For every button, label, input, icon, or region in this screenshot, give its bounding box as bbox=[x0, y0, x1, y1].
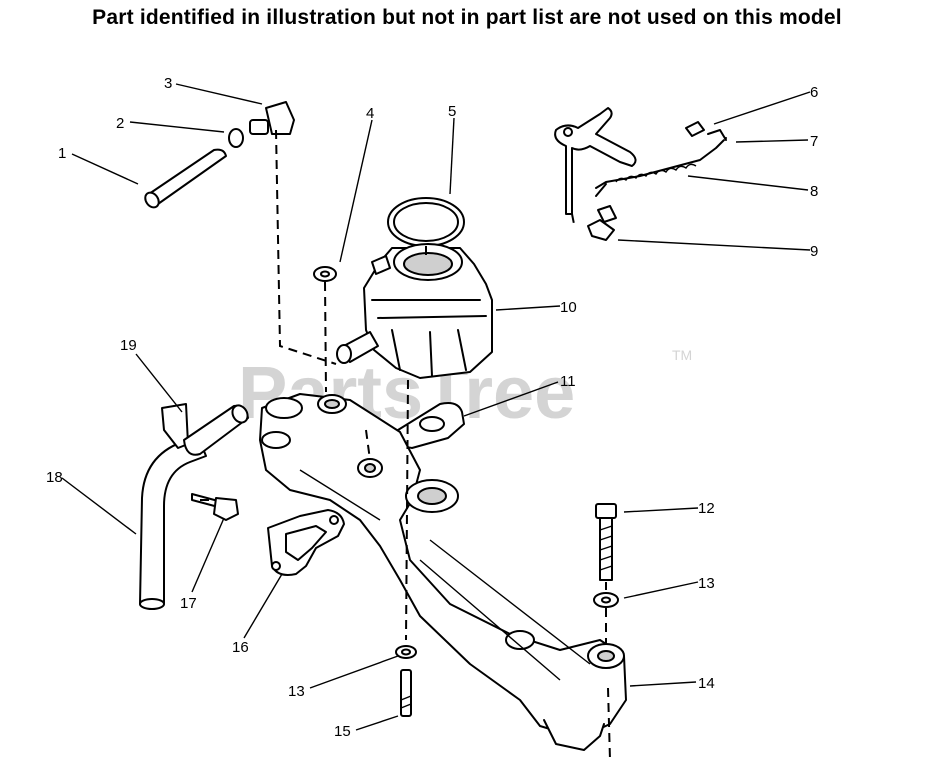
callout-labels: 1 2 3 4 5 6 7 8 9 10 11 12 13 13 14 15 1… bbox=[46, 75, 818, 740]
callout-16: 16 bbox=[232, 639, 249, 656]
callout-15: 15 bbox=[334, 723, 351, 740]
callout-13-lower: 13 bbox=[288, 683, 305, 700]
watermark-trademark: TM bbox=[672, 347, 692, 363]
callout-19: 19 bbox=[120, 337, 137, 354]
part-10-carburetor bbox=[336, 243, 493, 379]
part-16-manifold-gasket bbox=[267, 509, 345, 576]
callout-1: 1 bbox=[58, 145, 66, 162]
part-14-intake-manifold bbox=[259, 393, 627, 751]
part-5-o-ring bbox=[387, 197, 465, 247]
callout-7: 7 bbox=[810, 133, 818, 150]
leader-lines bbox=[61, 83, 811, 731]
part-11-carburetor-gasket bbox=[396, 402, 465, 449]
callout-2: 2 bbox=[116, 115, 124, 132]
part-19-hose-bracket bbox=[161, 403, 249, 456]
callout-17: 17 bbox=[180, 595, 197, 612]
part-6-7-8-throttle-linkage bbox=[554, 107, 727, 215]
callout-8: 8 bbox=[810, 183, 818, 200]
part-3-fuel-fitting bbox=[249, 101, 295, 135]
part-13-washer-lower bbox=[395, 645, 417, 659]
callout-6: 6 bbox=[810, 84, 818, 101]
callout-13-upper: 13 bbox=[698, 575, 715, 592]
part-2-clamp bbox=[228, 128, 244, 148]
assembly-lines bbox=[200, 129, 611, 761]
part-15-stud bbox=[400, 669, 412, 717]
part-17-bolt bbox=[191, 493, 239, 521]
callout-3: 3 bbox=[164, 75, 172, 92]
callout-10: 10 bbox=[560, 299, 577, 316]
part-13-washer-upper bbox=[593, 592, 619, 608]
part-12-bolt bbox=[595, 503, 617, 581]
part-1-fuel-hose bbox=[144, 148, 227, 209]
parts-note-header: Part identified in illustration but not … bbox=[92, 6, 842, 29]
part-9-clip bbox=[587, 205, 617, 241]
callout-18: 18 bbox=[46, 469, 63, 486]
callout-12: 12 bbox=[698, 500, 715, 517]
callout-4: 4 bbox=[366, 105, 374, 122]
callout-14: 14 bbox=[698, 675, 715, 692]
callout-9: 9 bbox=[810, 243, 818, 260]
callout-11: 11 bbox=[560, 373, 576, 390]
callout-5: 5 bbox=[448, 103, 456, 120]
part-4-washer bbox=[313, 266, 337, 282]
part-18-breather-tube bbox=[139, 435, 207, 610]
